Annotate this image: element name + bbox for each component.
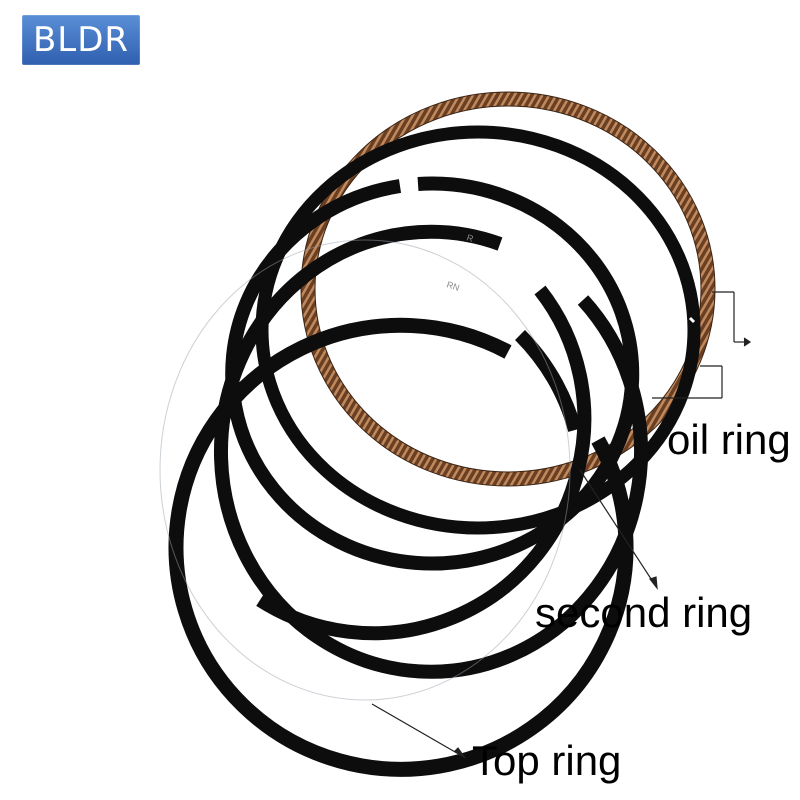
logo-text: BLDR	[32, 20, 130, 60]
top-ring	[213, 224, 648, 679]
oil-ring-expander	[300, 91, 716, 487]
top-ring-label: Top ring	[472, 737, 622, 784]
ring-mark-rn: RN	[445, 279, 460, 293]
oil-ring-callout	[652, 291, 752, 399]
top-ring-callout	[371, 703, 466, 759]
second-ring-label: second ring	[535, 589, 753, 636]
second-ring-callout	[579, 469, 658, 590]
brand-logo: BLDR	[22, 15, 140, 65]
second-ring	[225, 176, 640, 571]
oil-ring-label: oil ring	[667, 416, 791, 463]
ring-mark-r: R	[465, 232, 475, 244]
